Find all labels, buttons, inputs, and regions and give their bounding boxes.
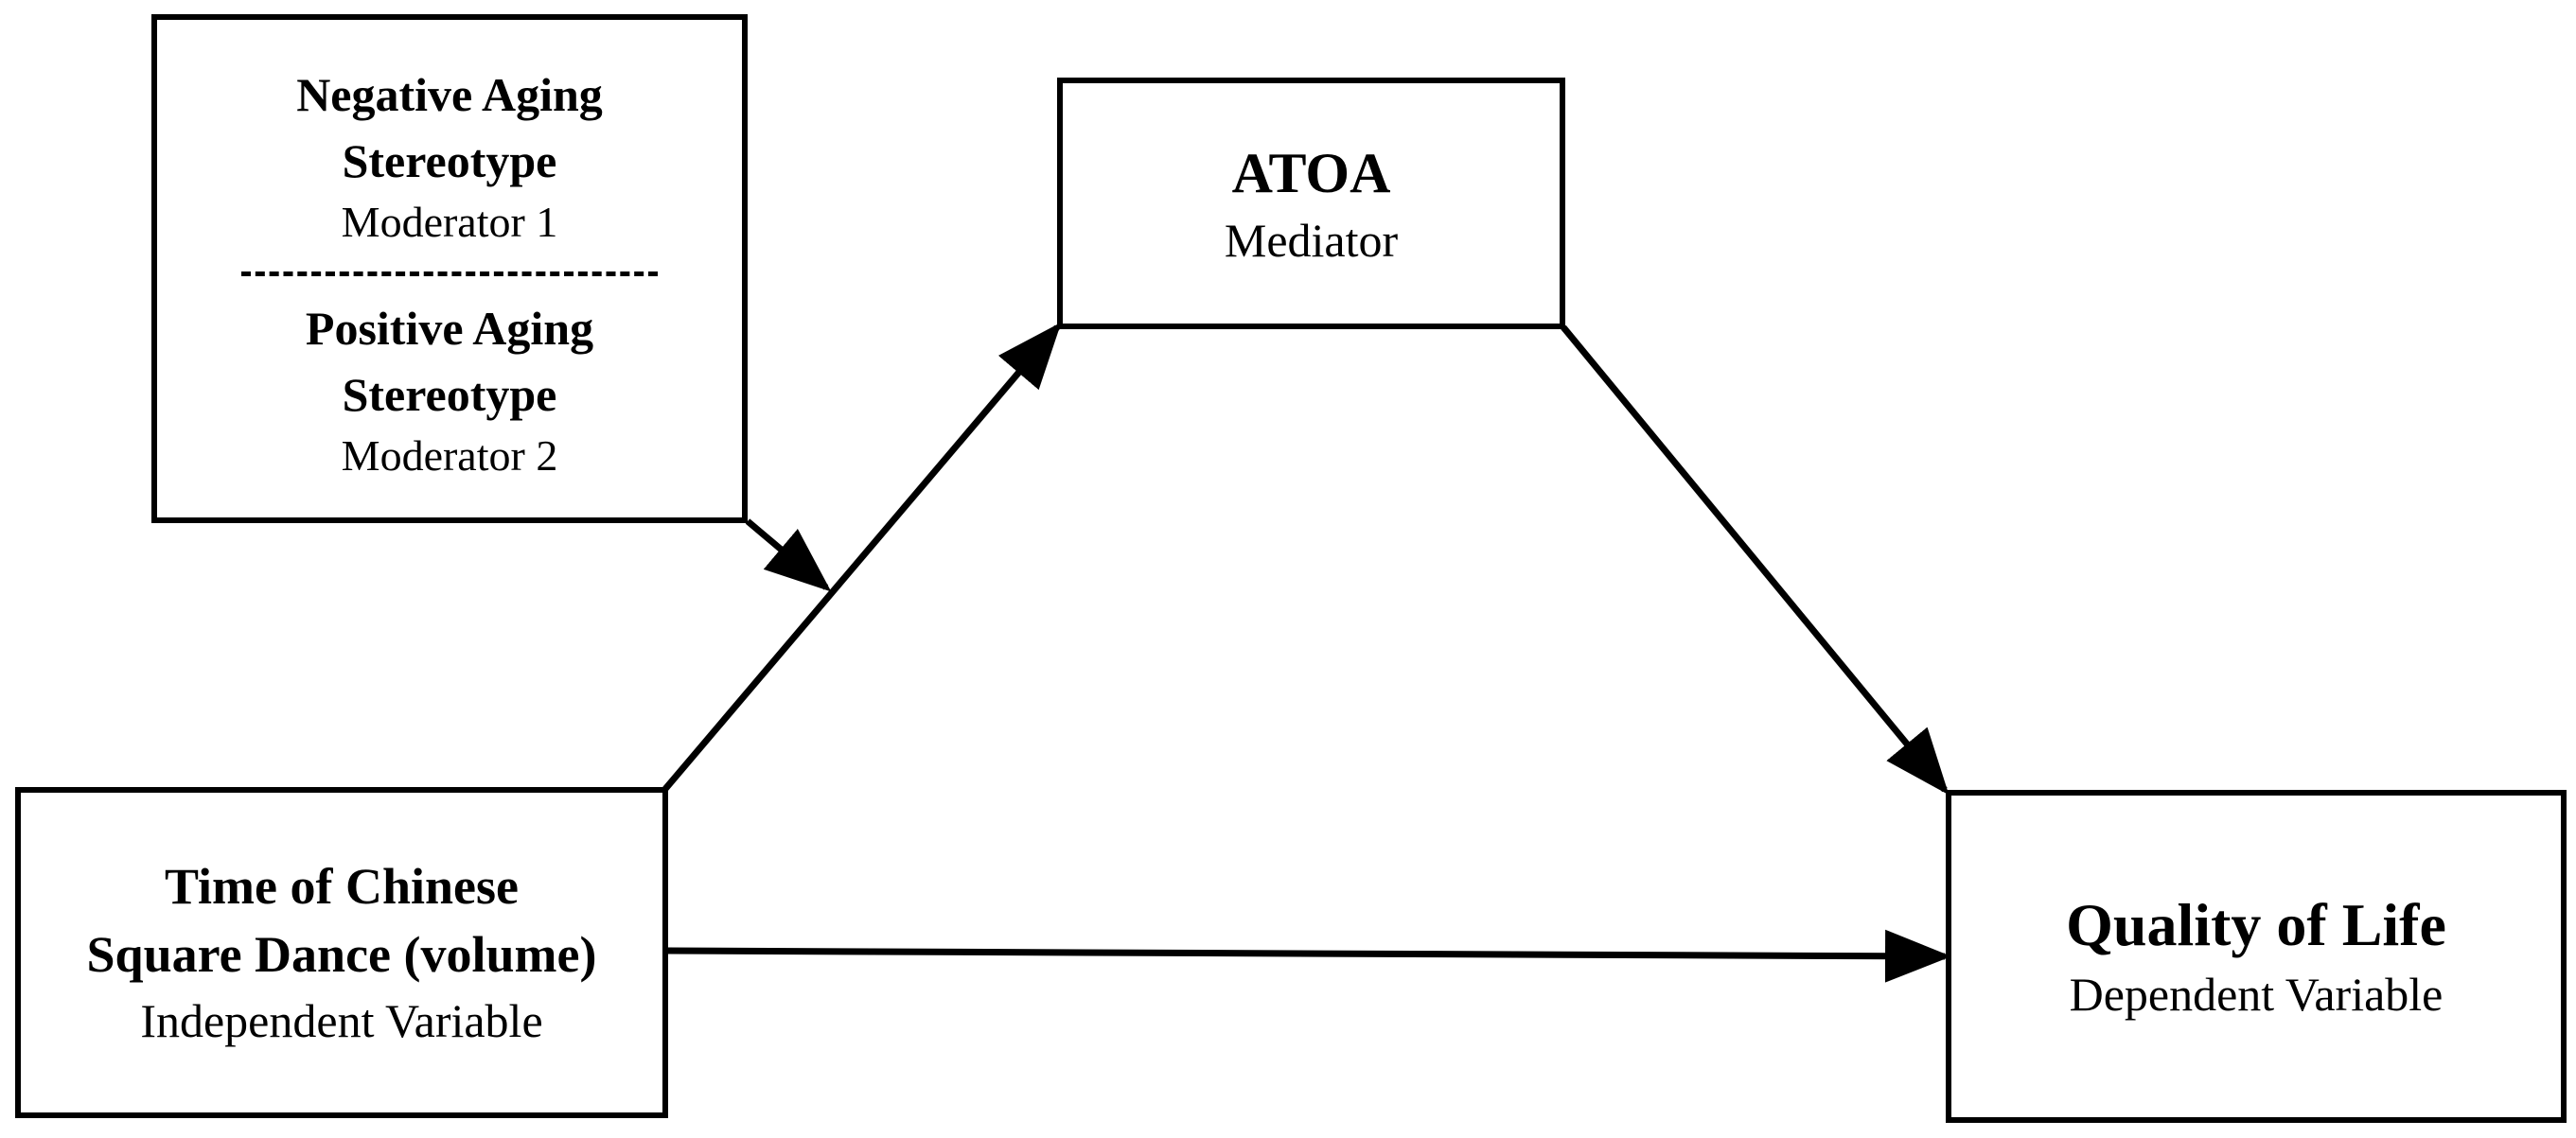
mediator-box: ATOA Mediator xyxy=(1057,78,1565,329)
dependent-variable-box: Quality of Life Dependent Variable xyxy=(1946,790,2567,1123)
moderator-1-label: Moderator 1 xyxy=(341,198,558,246)
moderator-2-title-line1: Positive Aging xyxy=(305,302,594,355)
mediator-label: Mediator xyxy=(1224,214,1399,267)
moderator-1-title-line1: Negative Aging xyxy=(296,68,603,121)
dependent-title: Quality of Life xyxy=(2066,891,2446,958)
independent-variable-box: Time of Chinese Square Dance (volume) In… xyxy=(15,787,668,1118)
moderator-box: Negative Aging Stereotype Moderator 1 Po… xyxy=(151,14,748,523)
dependent-label: Dependent Variable xyxy=(2069,968,2444,1021)
arrow-independent-to-mediator xyxy=(662,322,1062,792)
independent-title-line2: Square Dance (volume) xyxy=(86,926,597,983)
moderator-2-label: Moderator 2 xyxy=(341,431,558,480)
mediator-title: ATOA xyxy=(1231,142,1391,204)
moderator-1-title-line2: Stereotype xyxy=(342,134,557,187)
independent-title-line1: Time of Chinese xyxy=(165,858,519,915)
arrow-moderator-to-path xyxy=(745,518,832,592)
moderator-2-title-line2: Stereotype xyxy=(342,368,557,421)
arrow-mediator-to-dependent xyxy=(1561,324,1950,796)
arrow-independent-to-dependent xyxy=(667,929,1951,983)
moderator-dashed-divider xyxy=(241,271,658,276)
independent-label: Independent Variable xyxy=(140,994,543,1047)
